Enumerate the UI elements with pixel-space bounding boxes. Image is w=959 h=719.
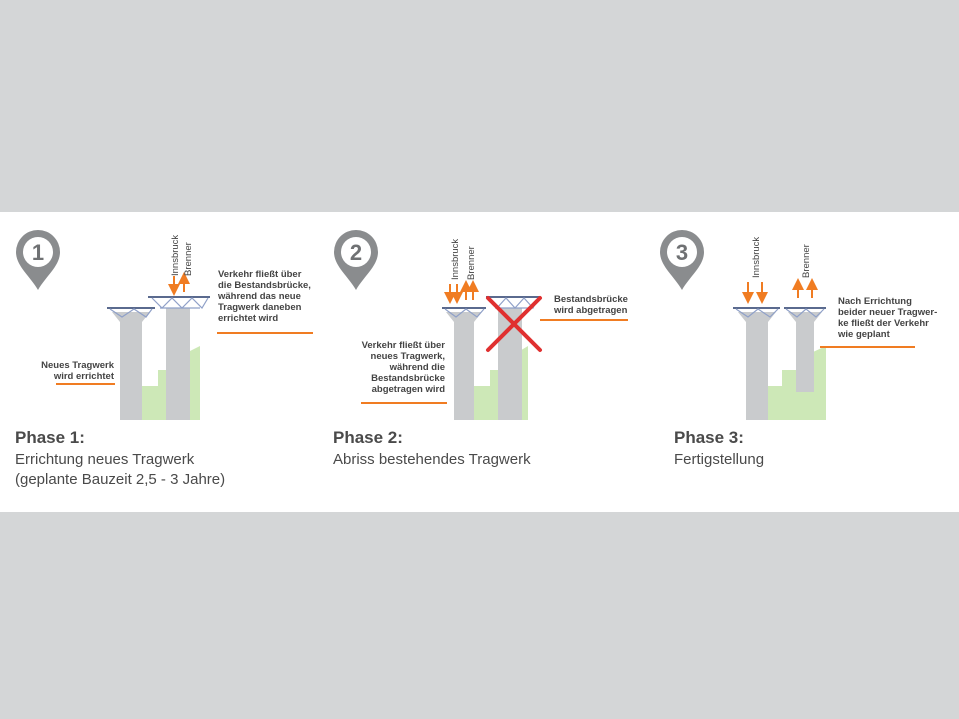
bridge-phases-illustration: 1 Innsbruck Brenner [16, 229, 915, 420]
truss-1 [151, 297, 209, 309]
direction-innsbruck-3: Innsbruck [751, 237, 762, 278]
phase-1-note-left: Neues Tragwerk wird errichtet [41, 360, 114, 382]
phase-2-note-top: Bestandsbrücke wird abgetragen [554, 294, 628, 316]
pier-3b [788, 312, 822, 392]
phase-2-subtitle: Abriss bestehendes Tragwerk [333, 451, 531, 468]
phase-3-number: 3 [676, 240, 688, 265]
ground-3 [764, 346, 826, 420]
phase-3-note-top: Nach Errichtung beider neuer Tragwer- ke… [838, 296, 938, 340]
phase-diagram-panel: 1 Innsbruck Brenner [0, 212, 959, 512]
pier-3a [738, 312, 776, 420]
direction-innsbruck-2: Innsbruck [450, 239, 461, 280]
existing-pier-1 [166, 308, 190, 420]
phase-1-badge: 1 [16, 230, 60, 290]
new-pier-2 [446, 312, 482, 420]
phase-3-title: Phase 3: [674, 428, 744, 447]
phase-2-title: Phase 2: [333, 428, 403, 447]
demolish-cross-icon [486, 296, 542, 352]
direction-brenner-2: Brenner [466, 246, 477, 280]
phase-3-subtitle: Fertigstellung [674, 451, 765, 468]
direction-brenner-3: Brenner [801, 244, 812, 278]
phase-1-illustration: 1 Innsbruck Brenner [16, 230, 313, 420]
phase-1-number: 1 [32, 240, 44, 265]
direction-innsbruck-1: Innsbruck [170, 235, 181, 276]
phase-2-number: 2 [350, 240, 362, 265]
phase-3-illustration: 3 Innsbruck Brenner [660, 230, 915, 420]
phase-2-illustration: 2 Innsbruck [334, 229, 628, 420]
old-pier-2 [498, 308, 522, 420]
phase-2-badge: 2 [334, 229, 378, 290]
phase-3-badge: 3 [660, 230, 704, 290]
phase-1-title: Phase 1: [15, 428, 85, 447]
phase-1-note-top: Verkehr fließt über die Bestandsbrücke, … [218, 269, 311, 324]
phase-1-subtitle: Errichtung neues Tragwerk (geplante Bauz… [15, 451, 226, 488]
new-pier-1 [112, 312, 150, 420]
direction-brenner-1: Brenner [183, 242, 194, 276]
phase-2-note-left: Verkehr fließt über neues Tragwerk, währ… [361, 340, 445, 395]
